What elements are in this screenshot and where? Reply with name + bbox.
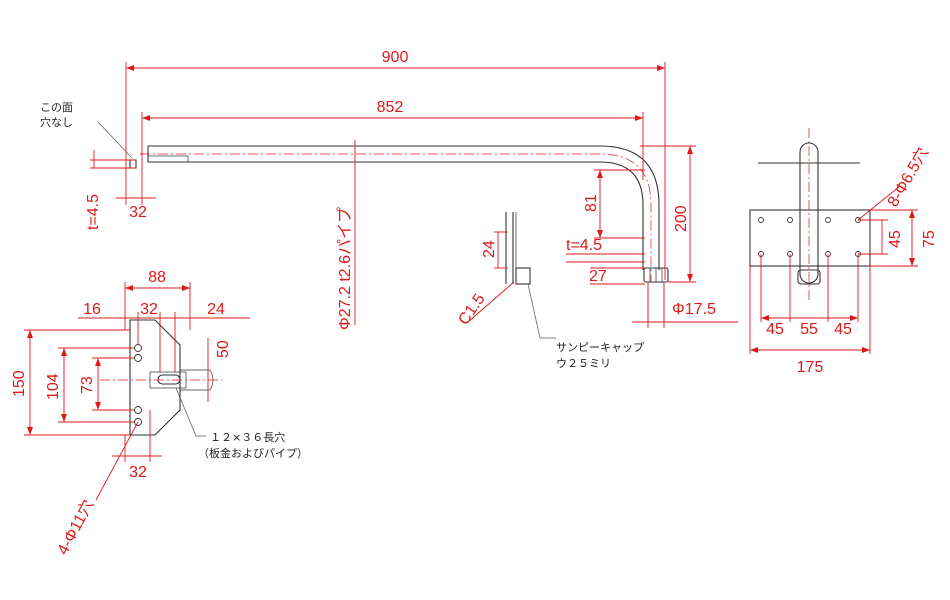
dim-t45-cap: t=4.5	[566, 237, 602, 254]
holes-leader	[857, 185, 901, 221]
dim-32-top: 32	[140, 301, 158, 318]
plate-outline	[129, 319, 181, 436]
note-no-holes-1: この面	[40, 101, 73, 114]
plate-hole	[134, 354, 142, 362]
dim-175: 175	[797, 359, 824, 376]
dim-50: 50	[215, 340, 232, 358]
end-cap-bottom	[797, 269, 821, 285]
dim-phi175: Φ17.5	[672, 301, 716, 318]
cap-note-2: ウ２５ミリ	[556, 357, 611, 370]
slot	[157, 374, 181, 385]
dim-4-holes: 4-Φ11穴	[54, 497, 98, 558]
end-view: 8-Φ6.5穴 45 75 45 55 45 175	[749, 128, 938, 376]
dim-45-vertical: 45	[887, 230, 904, 248]
slot-note-leader	[175, 387, 206, 437]
detail-cap	[515, 267, 531, 285]
side-mount-plate	[129, 159, 137, 169]
dim-t45-left: t=4.5	[85, 194, 102, 230]
end-holes	[758, 217, 861, 257]
dim-73: 73	[79, 376, 96, 394]
dim-88: 88	[148, 269, 166, 286]
slot-note-2: （板金およびパイプ）	[198, 446, 308, 460]
plate-view: 88 16 32 24 50 150 104 73 32 4-Φ11穴	[11, 269, 308, 558]
cap-note-1: サンピーキャップ	[556, 341, 644, 354]
dim-81: 81	[583, 194, 600, 212]
arm-tube	[148, 145, 660, 270]
plate-holes-leader	[95, 421, 139, 501]
side-view: 900 852 この面 穴なし t=4.5 32 Φ27.2 t2.6パイプ 2…	[40, 49, 738, 330]
arm-centerline	[140, 153, 652, 282]
hole	[825, 217, 831, 223]
end-plate	[749, 209, 871, 267]
dim-200: 200	[673, 205, 690, 232]
dim-104: 104	[45, 373, 62, 400]
dim-24-plate: 24	[207, 301, 225, 318]
dim-75: 75	[921, 230, 938, 248]
plate-hole	[134, 344, 142, 352]
chamfer-leader	[467, 281, 515, 323]
dim-150: 150	[11, 370, 28, 397]
dim-852: 852	[377, 99, 404, 116]
dim-16: 16	[83, 301, 101, 318]
dim-45-left: 45	[766, 321, 784, 338]
note-leader	[97, 121, 133, 159]
cap-detail-view: 24 C1.5 サンピーキャップ ウ２５ミリ	[455, 212, 644, 370]
dim-32-side: 32	[129, 204, 147, 221]
plate-hole	[134, 406, 142, 414]
hole	[758, 217, 764, 223]
note-no-holes-2: 穴なし	[40, 115, 73, 129]
slot-note-1: １２×３６長穴	[210, 430, 285, 444]
hole	[787, 217, 793, 223]
dim-900: 900	[382, 49, 409, 66]
cap-note-leader	[527, 283, 556, 339]
pipe-spec: Φ27.2 t2.6パイプ	[336, 207, 354, 330]
dim-c15: C1.5	[455, 291, 488, 329]
dim-45-right: 45	[834, 321, 852, 338]
dim-24-detail: 24	[481, 240, 498, 258]
dim-27: 27	[589, 268, 607, 285]
dim-55-mid: 55	[800, 321, 818, 338]
dim-8-holes: 8-Φ6.5穴	[884, 144, 932, 210]
weld-section	[147, 155, 189, 163]
detail-plate	[505, 212, 514, 284]
dim-32-bottom: 32	[129, 464, 147, 481]
